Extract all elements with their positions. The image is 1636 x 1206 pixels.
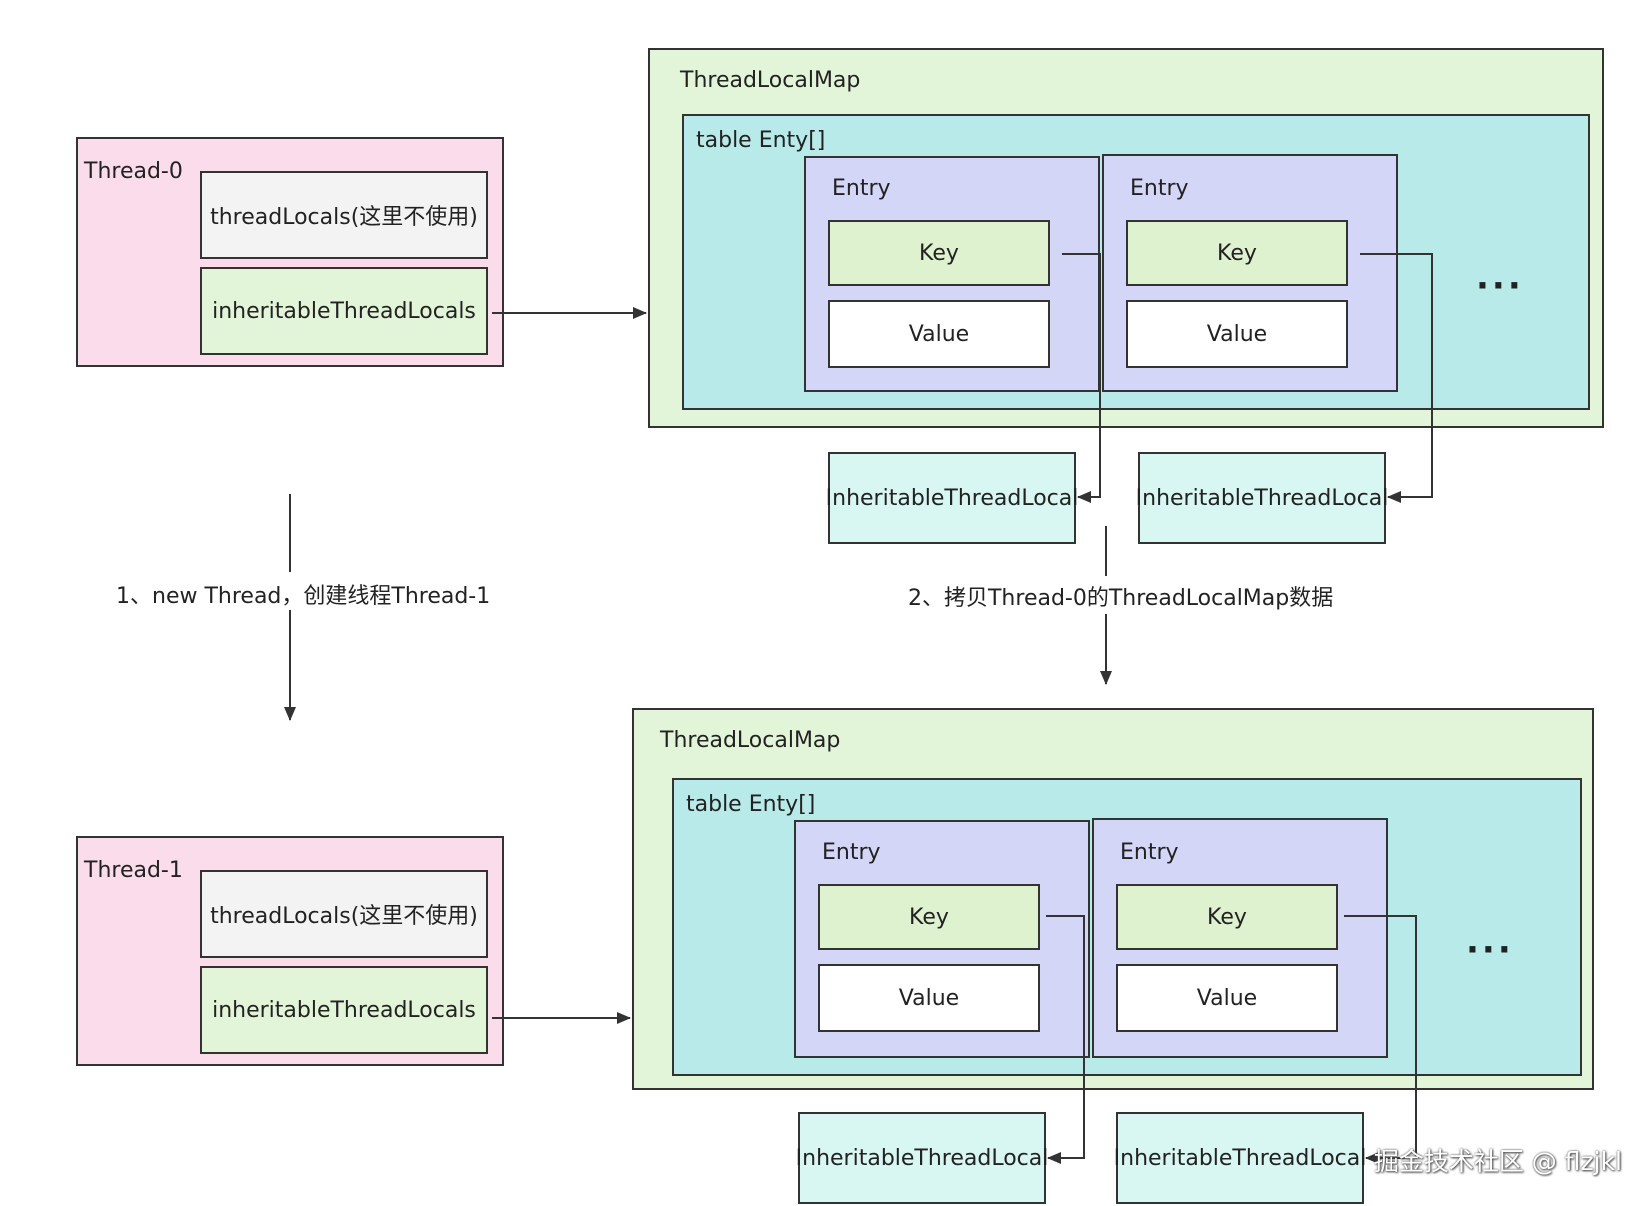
entry-top-2-key: Key <box>1126 220 1348 286</box>
entry-bottom-2-title: Entry <box>1120 840 1179 865</box>
entry-top-2-title: Entry <box>1130 176 1189 201</box>
thread-1-title: Thread-1 <box>84 858 183 883</box>
threadlocalmap-bottom-title: ThreadLocalMap <box>660 728 841 753</box>
entry-bottom-2: Entry Key Value <box>1092 818 1388 1058</box>
entry-bottom-1-title: Entry <box>822 840 881 865</box>
step-1-label: 1、new Thread，创建线程Thread-1 <box>116 578 491 610</box>
arrow-top-key2-to-itl <box>1360 253 1433 503</box>
table-entry-array-bottom: table Enty[] Entry Key Value Entry Key V… <box>672 778 1582 1076</box>
thread-0-inheritable-field: inheritableThreadLocals <box>200 267 488 355</box>
step-2-label: 2、拷贝Thread-0的ThreadLocalMap数据 <box>908 580 1334 612</box>
thread-0-threadlocals-field: threadLocals(这里不使用) <box>200 171 488 259</box>
more-entries-top: ··· <box>1476 266 1524 306</box>
entry-top-1-value: Value <box>828 300 1050 368</box>
threadlocalmap-top: ThreadLocalMap table Enty[] Entry Key Va… <box>648 48 1604 428</box>
arrow-bottom-key2-to-itl <box>1344 915 1417 1164</box>
arrow-bottom-key1-to-itl <box>1046 915 1085 1164</box>
more-entries-bottom: ··· <box>1466 930 1514 970</box>
threadlocalmap-bottom: ThreadLocalMap table Enty[] Entry Key Va… <box>632 708 1594 1090</box>
table-label-top: table Enty[] <box>696 128 826 153</box>
inheritable-threadlocal-top-1: InheritableThreadLocal <box>826 452 1078 544</box>
inheritable-threadlocal-bottom-1: InheritableThreadLocal <box>796 1112 1048 1204</box>
entry-bottom-1-value: Value <box>818 964 1040 1032</box>
thread-1-box: Thread-1 threadLocals(这里不使用) inheritable… <box>76 836 504 1066</box>
arrow-top-key1-to-itl <box>1062 253 1101 503</box>
inheritable-threadlocal-top-2: InheritableThreadLocal <box>1136 452 1388 544</box>
thread-0-title: Thread-0 <box>84 159 183 184</box>
entry-bottom-1-key: Key <box>818 884 1040 950</box>
thread-1-inheritable-field: inheritableThreadLocals <box>200 966 488 1054</box>
entry-bottom-1: Entry Key Value <box>794 820 1090 1058</box>
entry-top-2: Entry Key Value <box>1102 154 1398 392</box>
entry-top-2-value: Value <box>1126 300 1348 368</box>
watermark: 掘金技术社区 @ flzjkl <box>1373 1147 1622 1176</box>
thread-1-threadlocals-field: threadLocals(这里不使用) <box>200 870 488 958</box>
inheritable-threadlocal-bottom-2: InheritableThreadLocal <box>1114 1112 1366 1204</box>
thread-0-box: Thread-0 threadLocals(这里不使用) inheritable… <box>76 137 504 367</box>
entry-top-1: Entry Key Value <box>804 156 1100 392</box>
threadlocalmap-top-title: ThreadLocalMap <box>680 68 861 93</box>
table-label-bottom: table Enty[] <box>686 792 816 817</box>
entry-top-1-title: Entry <box>832 176 891 201</box>
table-entry-array-top: table Enty[] Entry Key Value Entry Key V… <box>682 114 1590 410</box>
entry-top-1-key: Key <box>828 220 1050 286</box>
entry-bottom-2-value: Value <box>1116 964 1338 1032</box>
entry-bottom-2-key: Key <box>1116 884 1338 950</box>
